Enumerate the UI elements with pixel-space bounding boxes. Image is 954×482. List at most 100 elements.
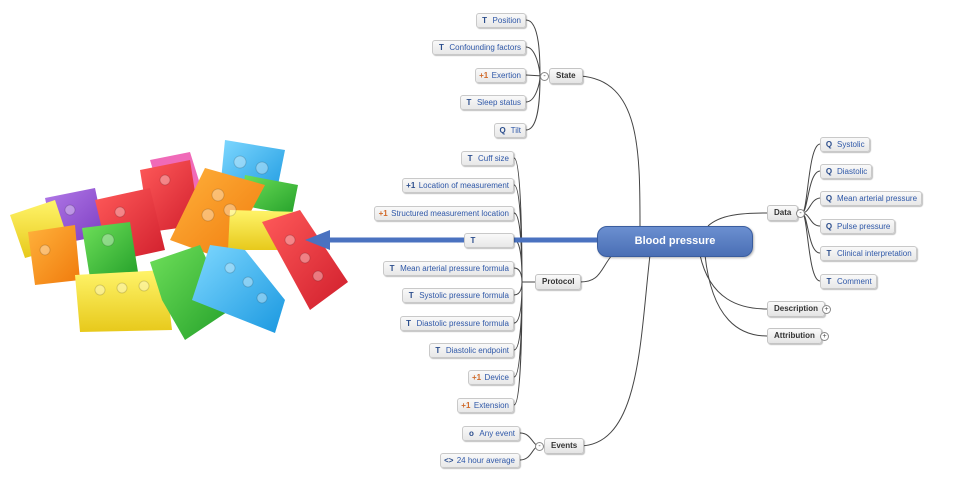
lego-brick-green-small bbox=[82, 222, 138, 278]
node-label: 24 hour average bbox=[456, 456, 515, 465]
slot-icon: +1 bbox=[378, 209, 388, 218]
data-item-pulse-pressure[interactable]: Q Pulse pressure bbox=[820, 219, 896, 234]
protocol-item-diastolic-endpoint[interactable]: T Diastolic endpoint bbox=[428, 343, 514, 358]
node-label: Exertion bbox=[491, 71, 521, 80]
data-item-mean-arterial-pressure[interactable]: Q Mean arterial pressure bbox=[820, 191, 923, 206]
collapse-toggle-state[interactable]: - bbox=[540, 72, 549, 81]
text-type-icon: T bbox=[466, 98, 472, 107]
quantity-icon: Q bbox=[825, 167, 833, 176]
node-label: Clinical interpretation bbox=[837, 249, 912, 258]
text-type-icon: T bbox=[408, 291, 414, 300]
lego-brick-blue-front bbox=[192, 245, 285, 333]
connector-root-attribution bbox=[704, 254, 768, 337]
connector-root-protocol bbox=[579, 254, 613, 283]
node-label: Pulse pressure bbox=[837, 222, 891, 231]
connector-root-data bbox=[707, 212, 768, 227]
node-label: Mean arterial pressure formula bbox=[400, 264, 509, 273]
events-item-24-hour-average[interactable]: <>24 hour average bbox=[439, 453, 520, 468]
group-data[interactable]: Data bbox=[767, 205, 799, 221]
connector-root-state bbox=[579, 75, 641, 227]
collapse-toggle-events[interactable]: - bbox=[535, 442, 544, 451]
connector-state-children bbox=[525, 19, 544, 131]
group-state[interactable]: State bbox=[549, 68, 583, 84]
quantity-icon: Q bbox=[825, 222, 833, 231]
node-label: Location of measurement bbox=[418, 181, 509, 190]
node-label: Comment bbox=[837, 277, 872, 286]
node-label: Diastolic bbox=[837, 167, 868, 176]
node-label: Structured measurement location bbox=[391, 209, 509, 218]
node-label: Mean arterial pressure bbox=[837, 194, 918, 203]
text-type-icon: T bbox=[406, 319, 411, 328]
slot-icon: +1 bbox=[461, 401, 471, 410]
node-label: Diastolic pressure formula bbox=[416, 319, 509, 328]
text-type-icon: T bbox=[438, 43, 444, 52]
data-item-diastolic[interactable]: Q Diastolic bbox=[820, 164, 873, 179]
state-item-position[interactable]: T Position bbox=[475, 13, 526, 28]
lego-brick-red-large bbox=[262, 210, 348, 310]
text-type-icon: T bbox=[435, 346, 441, 355]
connector-protocol-children bbox=[513, 157, 535, 406]
node-label: Device bbox=[484, 373, 509, 382]
data-item-systolic[interactable]: Q Systolic bbox=[820, 137, 870, 152]
text-type-icon: T bbox=[389, 264, 395, 273]
protocol-item-systolic-formula[interactable]: T Systolic pressure formula bbox=[402, 288, 514, 303]
lego-studs bbox=[39, 155, 324, 304]
protocol-item-map-formula[interactable]: T Mean arterial pressure formula bbox=[383, 261, 514, 276]
events-item-any-event[interactable]: o Any event bbox=[462, 426, 520, 441]
node-label: Extension bbox=[473, 401, 509, 410]
node-label: Diastolic endpoint bbox=[445, 346, 509, 355]
connector-root-description bbox=[699, 254, 768, 310]
node-label: Cuff size bbox=[478, 154, 509, 163]
connector-root-events bbox=[579, 254, 651, 447]
expand-toggle-attribution[interactable]: + bbox=[820, 332, 829, 341]
quantity-icon: Q bbox=[499, 126, 506, 135]
lego-brick-orange-large bbox=[170, 168, 265, 260]
text-type-icon: T bbox=[826, 249, 832, 258]
group-attribution[interactable]: Attribution bbox=[767, 328, 822, 344]
collapse-toggle-data[interactable]: - bbox=[796, 209, 805, 218]
text-type-icon: T bbox=[467, 154, 473, 163]
state-item-sleep-status[interactable]: T Sleep status bbox=[459, 95, 526, 110]
state-item-tilt[interactable]: Q Tilt bbox=[493, 123, 526, 138]
lego-brick-orange-small bbox=[28, 225, 80, 285]
interval-event-icon: <> bbox=[444, 456, 454, 465]
lego-brick-yellow-front bbox=[75, 270, 172, 332]
group-events[interactable]: Events bbox=[544, 438, 585, 454]
data-item-comment[interactable]: T Comment bbox=[820, 274, 877, 289]
node-label: Sleep status bbox=[476, 98, 521, 107]
protocol-item-diastolic-formula[interactable]: T Diastolic pressure formula bbox=[399, 316, 514, 331]
node-label: Systolic pressure formula bbox=[419, 291, 509, 300]
event-icon: o bbox=[468, 429, 474, 438]
node-label: Confounding factors bbox=[449, 43, 521, 52]
node-label: Systolic bbox=[837, 140, 865, 149]
slot-icon: +1 bbox=[406, 181, 416, 190]
node-label: Any event bbox=[479, 429, 515, 438]
group-protocol[interactable]: Protocol bbox=[535, 274, 582, 290]
quantity-icon: Q bbox=[825, 140, 833, 149]
slot-icon: +1 bbox=[471, 373, 482, 382]
connector-data-children bbox=[801, 143, 821, 282]
state-item-confounding-factors[interactable]: T Confounding factors bbox=[432, 40, 526, 55]
protocol-item-hidden[interactable]: T bbox=[464, 233, 514, 248]
text-type-icon: T bbox=[482, 16, 487, 25]
protocol-item-cuff-size[interactable]: T Cuff size bbox=[461, 151, 514, 166]
node-label: Position bbox=[492, 16, 521, 25]
quantity-icon: Q bbox=[825, 194, 833, 203]
group-description[interactable]: Description bbox=[767, 301, 826, 317]
node-label: Tilt bbox=[510, 126, 521, 135]
text-type-icon: T bbox=[826, 277, 832, 286]
data-item-clinical-interpretation[interactable]: T Clinical interpretation bbox=[820, 246, 917, 261]
root-node[interactable]: Blood pressure bbox=[597, 226, 753, 257]
expand-toggle-description[interactable]: + bbox=[822, 305, 831, 314]
text-type-icon: T bbox=[470, 236, 476, 245]
slot-icon: +1 bbox=[479, 71, 489, 80]
